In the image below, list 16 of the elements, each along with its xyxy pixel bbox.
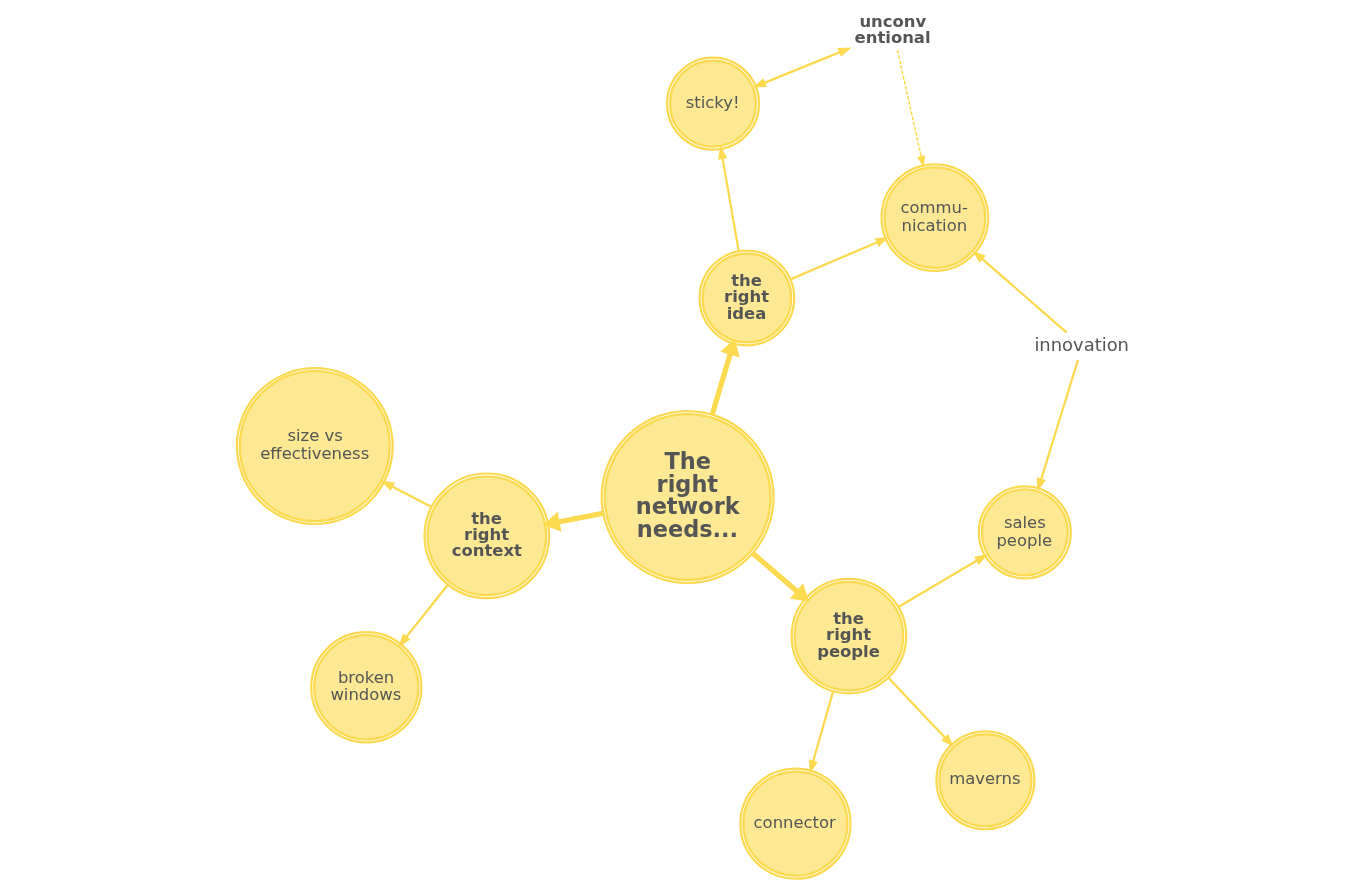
arrow bbox=[397, 583, 449, 647]
arrow bbox=[752, 47, 852, 88]
arrow bbox=[709, 338, 740, 416]
node-text: unconv entional bbox=[854, 11, 931, 47]
arrow bbox=[717, 145, 740, 252]
arrow bbox=[896, 49, 925, 168]
arrow bbox=[380, 480, 432, 509]
arrow bbox=[789, 237, 889, 281]
node-text: innovation bbox=[1033, 333, 1129, 355]
arrow bbox=[887, 677, 954, 747]
arrow bbox=[971, 250, 1067, 334]
arrow bbox=[750, 551, 809, 602]
arrow bbox=[897, 554, 988, 608]
arrow bbox=[542, 510, 604, 532]
arrow bbox=[808, 691, 834, 774]
arrow bbox=[1036, 359, 1079, 492]
